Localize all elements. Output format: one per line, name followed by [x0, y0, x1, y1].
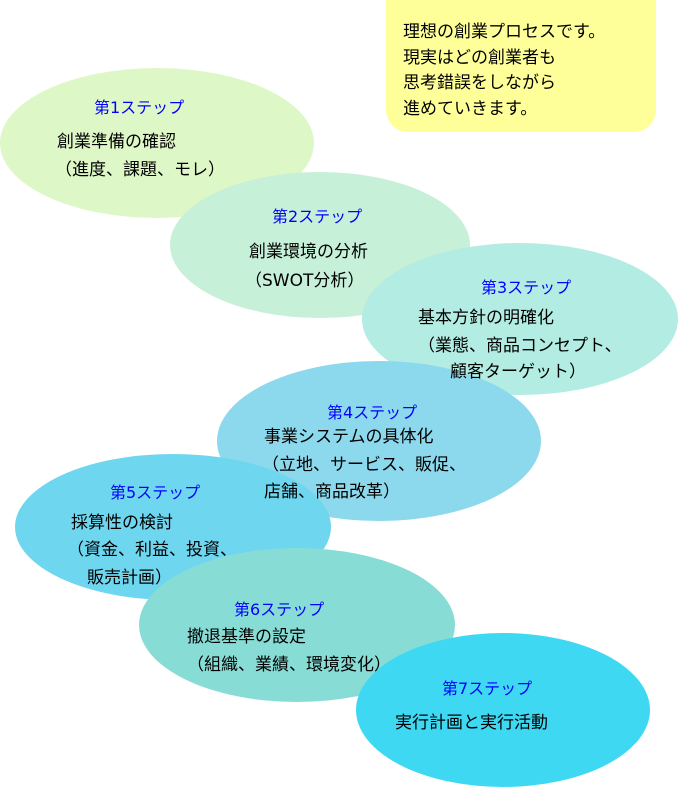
step-4-label: 第4ステップ	[327, 403, 418, 422]
step-1-ellipse	[0, 68, 314, 218]
step-3-detail: （業態、商品コンセプト、	[418, 336, 622, 356]
step-4-detail: 店舗、商品改革）	[264, 482, 400, 502]
step-5-detail: 販売計画）	[87, 568, 172, 588]
step-1-detail: （進度、課題、モレ）	[55, 160, 225, 180]
step-3-detail: 顧客ターゲット）	[450, 362, 586, 382]
step-7-ellipse	[356, 633, 650, 787]
step-3-ellipse	[362, 243, 678, 395]
step-1-label: 第1ステップ	[94, 98, 185, 117]
step-4-detail: （立地、サービス、販促、	[262, 455, 466, 475]
step-5-label: 第5ステップ	[110, 483, 201, 502]
note-line: 理想の創業プロセスです。	[403, 22, 606, 42]
note-line: 現実はどの創業者も	[403, 48, 556, 68]
step-7-title: 実行計画と実行活動	[395, 713, 548, 733]
step-6-detail: （組織、業績、環境変化）	[187, 655, 391, 675]
step-2-title: 創業環境の分析	[249, 242, 368, 262]
note-line: 思考錯誤をしながら	[403, 73, 556, 93]
step-2-label: 第2ステップ	[272, 207, 363, 226]
step-5-detail: （資金、利益、投資、	[67, 540, 237, 560]
step-2-detail: （SWOT分析）	[245, 271, 365, 291]
step-1-title: 創業準備の確認	[57, 132, 176, 152]
note-box: 理想の創業プロセスです。 現実はどの創業者も 思考錯誤をしながら 進めていきます…	[386, 0, 656, 132]
step-7-label: 第7ステップ	[442, 679, 533, 698]
step-3-label: 第3ステップ	[481, 278, 572, 297]
step-6-ellipse	[139, 548, 455, 702]
step-3-title: 基本方針の明確化	[418, 308, 554, 328]
step-5-title: 採算性の検討	[71, 513, 173, 533]
step-6-label: 第6ステップ	[234, 600, 325, 619]
note-line: 進めていきます。	[403, 99, 538, 119]
step-6-title: 撤退基準の設定	[187, 627, 306, 647]
step-4-title: 事業システムの具体化	[264, 427, 434, 447]
step-4-ellipse	[217, 361, 541, 521]
